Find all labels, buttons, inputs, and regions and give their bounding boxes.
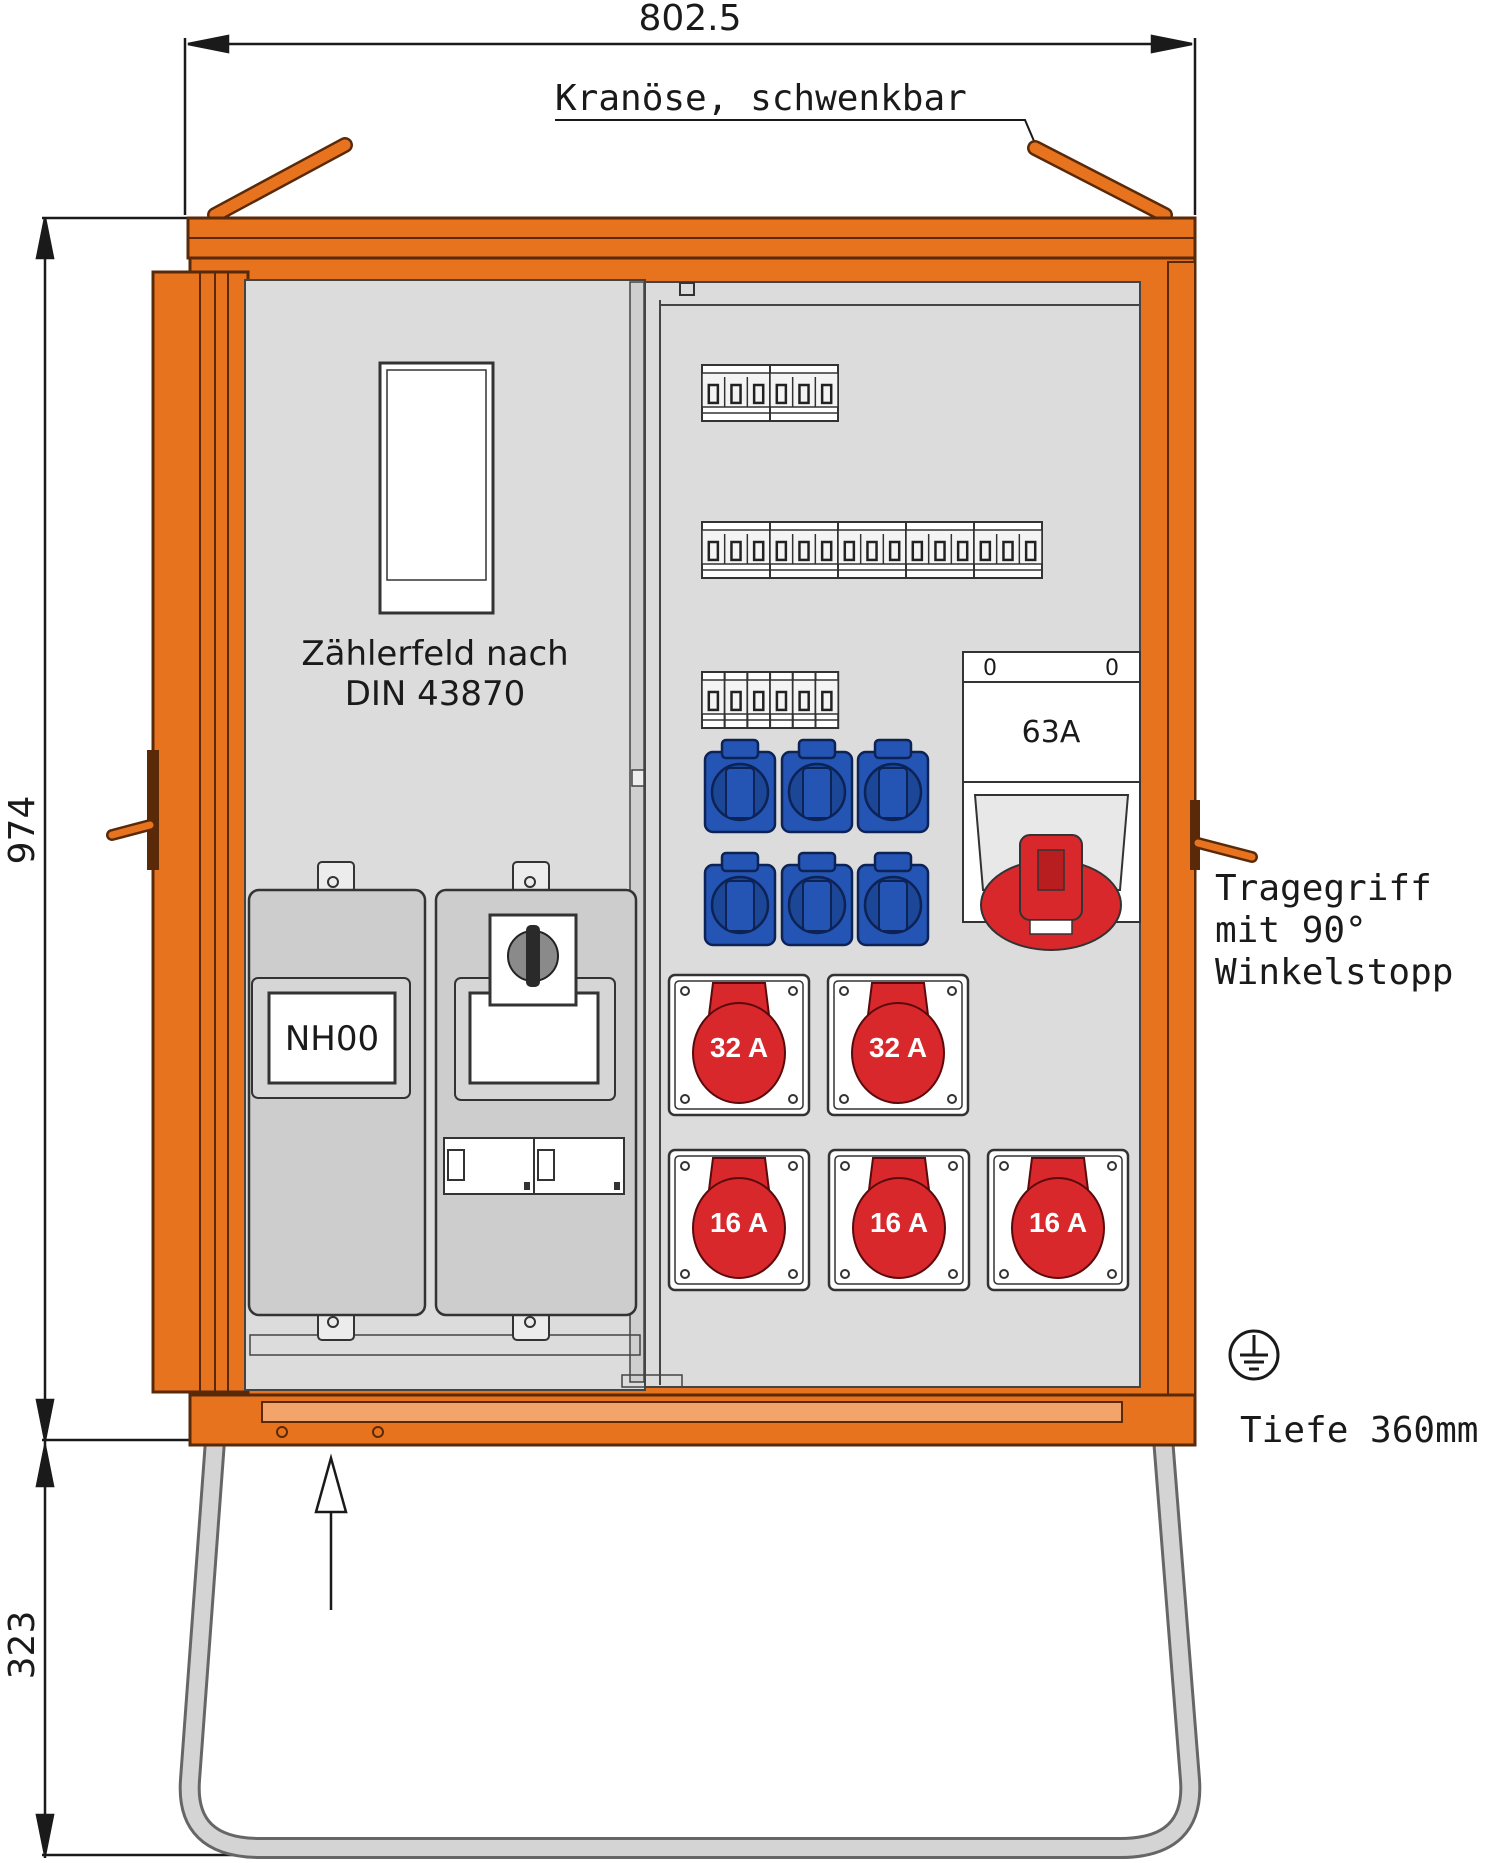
cee-socket: 16 A: [667, 1148, 811, 1292]
circuit-breaker: [769, 364, 839, 422]
circuit-breaker: [837, 521, 907, 579]
handle-right: [1190, 800, 1258, 870]
circuit-breaker: [905, 521, 975, 579]
circuit-breaker: [791, 671, 817, 729]
dimension-width: [183, 34, 1197, 215]
cee-socket: 32 A: [667, 973, 811, 1117]
circuit-breaker: [814, 671, 840, 729]
cee-socket: 16 A: [986, 1148, 1130, 1292]
circuit-breaker: [701, 364, 771, 422]
carrying-frame: [178, 1399, 1202, 1859]
fuse-label: NH00: [285, 1019, 379, 1059]
cee-socket-label: 16 A: [1029, 1207, 1087, 1238]
circuit-breaker: [723, 671, 749, 729]
schuko-socket: [856, 738, 930, 834]
circuit-breaker: [701, 521, 771, 579]
crane-eye-label: Kranöse, schwenkbar: [555, 78, 967, 119]
cee-socket: 32 A: [826, 973, 970, 1117]
main-socket-label: 63A: [1022, 715, 1081, 750]
handle-label-line2: mit 90°: [1215, 910, 1367, 951]
meter-window: [378, 361, 495, 615]
dim-width-label: 802.5: [638, 0, 741, 39]
cee-socket-label: 16 A: [710, 1207, 768, 1238]
cee-sockets-32a: 32 A 32 A: [667, 973, 970, 1117]
handle-label-line1: Tragegriff: [1215, 868, 1432, 909]
depth-label: Tiefe 360mm: [1240, 1410, 1478, 1451]
schuko-socket: [703, 738, 777, 834]
meter-field-line1: Zählerfeld nach: [301, 634, 568, 674]
schuko-sockets: [703, 738, 930, 947]
handle-left: [106, 750, 159, 870]
circuit-breaker: [746, 671, 772, 729]
circuit-breakers: [701, 364, 1043, 729]
meter-field-line2: DIN 43870: [345, 674, 526, 714]
circuit-breaker: [973, 521, 1043, 579]
main-switch-mark-right: 0: [1105, 656, 1119, 681]
dim-height-frame-label: 323: [2, 1611, 43, 1680]
cee-sockets-16a: 16 A 16 A 16 A: [667, 1148, 1130, 1292]
crane-eye-leader: [555, 119, 1041, 156]
arrow-up-icon: [314, 1453, 348, 1610]
cee-socket-label: 32 A: [710, 1032, 768, 1063]
circuit-breaker: [701, 671, 726, 729]
schuko-socket: [856, 851, 930, 947]
main-switch-module: [434, 861, 638, 1341]
circuit-breaker: [769, 671, 794, 729]
crane-eye-left: [207, 137, 353, 223]
crane-eye-right: [1027, 140, 1173, 223]
cee-socket-label: 16 A: [870, 1207, 928, 1238]
fuse-module: [247, 861, 427, 1341]
schuko-socket: [703, 851, 777, 947]
schuko-socket: [780, 851, 854, 947]
dimension-height-cabinet: [35, 216, 400, 1858]
handle-label-line3: Winkelstopp: [1215, 952, 1453, 993]
cee-socket-63a: [962, 651, 1141, 951]
cee-socket-label: 32 A: [869, 1032, 927, 1063]
earth-ground-icon: [1228, 1329, 1280, 1381]
cee-socket: 16 A: [827, 1148, 971, 1292]
main-switch-mark-left: 0: [983, 656, 997, 681]
schuko-socket: [780, 738, 854, 834]
circuit-breaker: [769, 521, 839, 579]
dim-height-cabinet-label: 974: [2, 796, 43, 865]
